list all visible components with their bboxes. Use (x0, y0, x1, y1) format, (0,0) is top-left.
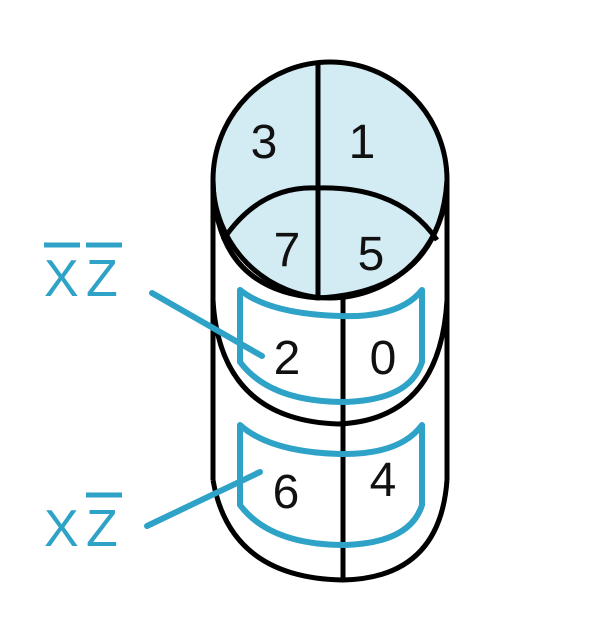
label-x-zbar-x: X (44, 500, 79, 558)
x-zbar-pointer (144, 469, 263, 529)
cell-2: 2 (274, 332, 301, 385)
cell-6: 6 (273, 466, 300, 519)
cell-0: 0 (370, 332, 397, 385)
label-x-zbar-z: Z (86, 500, 118, 558)
label-xbar-zbar: X Z (44, 242, 122, 308)
band-divider-arc (210, 299, 450, 427)
cell-4: 4 (370, 454, 397, 507)
cell-1: 1 (349, 116, 376, 169)
cell-5: 5 (358, 228, 385, 281)
cylinder-bottom-curve (210, 479, 450, 583)
upper-band-highlight (237, 287, 425, 405)
xbar-zbar-pointer (149, 290, 265, 359)
cell-7: 7 (274, 224, 301, 277)
lower-band-highlight (237, 422, 425, 548)
label-xbar-zbar-x: X (44, 250, 79, 308)
cell-3: 3 (251, 116, 278, 169)
label-x-zbar: X Z (44, 492, 122, 558)
label-xbar-zbar-z: Z (86, 250, 118, 308)
